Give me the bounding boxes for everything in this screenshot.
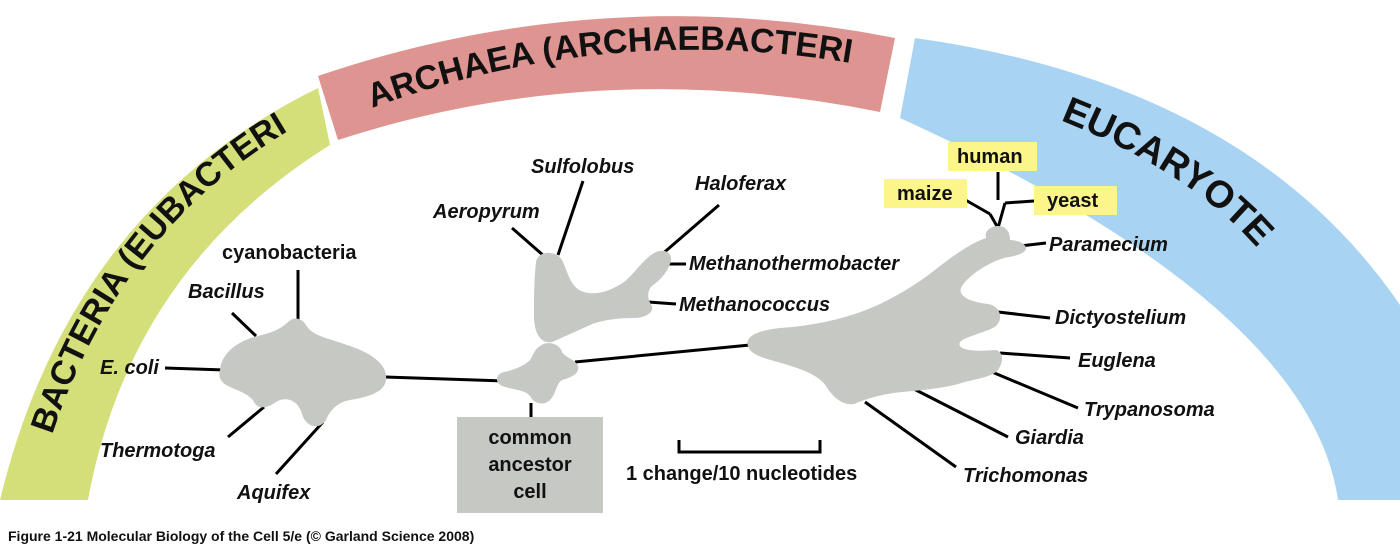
yeast-highlight — [1034, 186, 1117, 215]
label-methanothermobacter: Methanothermobacter — [689, 253, 900, 275]
branch-trypanosoma — [991, 370, 1079, 410]
bacteria-clade-shape — [219, 318, 387, 427]
scale-bar — [677, 440, 822, 454]
label-dictyostelium: Dictyostelium — [1055, 307, 1186, 329]
branch-yeast — [1004, 199, 1035, 205]
trunk-eucaryotes — [574, 343, 751, 364]
branch-haloferax — [659, 203, 720, 258]
bacteria-band — [0, 88, 330, 500]
label-ecoli: E. coli — [100, 357, 159, 379]
ancestor-label-line3: cell — [513, 481, 546, 503]
branch-thermotoga — [227, 405, 265, 439]
trunk-bacteria — [384, 375, 506, 383]
label-yeast: yeast — [1047, 190, 1098, 212]
label-euglena: Euglena — [1078, 350, 1156, 372]
branch-trichomonas — [864, 400, 957, 469]
branch-ecoli — [164, 366, 226, 372]
branch-eukaryote-crown-2 — [996, 202, 1007, 229]
ancestor-label-line1: common — [488, 427, 571, 449]
human-highlight — [948, 142, 1037, 171]
branch-aeropyrum — [511, 226, 545, 258]
label-trypanosoma: Trypanosoma — [1084, 399, 1215, 421]
ancestor-node-shape — [496, 343, 579, 404]
label-giardia: Giardia — [1015, 427, 1084, 449]
branch-sulfolobus — [556, 180, 585, 256]
label-cyanobacteria: cyanobacteria — [222, 242, 357, 264]
branch-aquifex — [274, 420, 325, 476]
branch-giardia — [911, 386, 1009, 439]
label-aquifex: Aquifex — [236, 482, 311, 504]
eucaryotes-clade-shape — [747, 226, 1026, 405]
archaea-band — [318, 16, 895, 140]
branch-methanococcus — [647, 300, 677, 306]
branch-eukaryote-crown — [988, 213, 1000, 229]
label-sulfolobus: Sulfolobus — [531, 156, 634, 178]
label-thermotoga: Thermotoga — [100, 440, 216, 462]
maize-highlight — [884, 179, 967, 208]
label-bacillus: Bacillus — [188, 281, 265, 303]
branch-dictyostelium — [997, 310, 1051, 320]
branch-bacillus — [230, 311, 258, 338]
label-methanococcus: Methanococcus — [679, 294, 830, 316]
ancestor-label-line2: ancestor — [488, 454, 572, 476]
label-paramecium: Paramecium — [1049, 234, 1168, 256]
archaea-clade-shape — [534, 250, 672, 343]
branch-euglena — [999, 351, 1071, 360]
common-ancestor-box — [457, 417, 603, 513]
scale-bar-label: 1 change/10 nucleotides — [626, 463, 857, 485]
label-haloferax: Haloferax — [695, 173, 787, 195]
label-maize: maize — [897, 183, 953, 205]
label-human: human — [957, 146, 1023, 168]
label-trichomonas: Trichomonas — [963, 465, 1088, 487]
figure-caption: Figure 1-21 Molecular Biology of the Cel… — [8, 528, 474, 544]
label-aeropyrum: Aeropyrum — [432, 201, 540, 223]
